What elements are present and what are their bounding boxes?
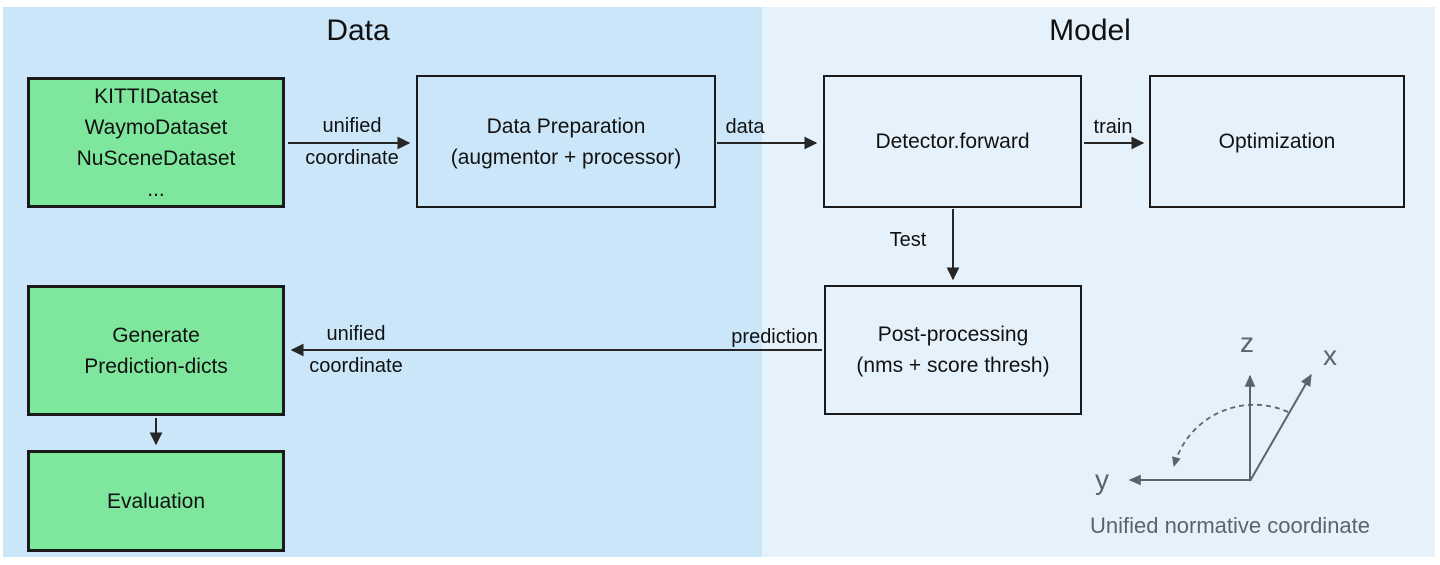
generate-prediction-dicts-box: Generate Prediction-dicts	[27, 285, 285, 416]
unified-coordinate-bottom-line-2: coordinate	[309, 355, 403, 377]
optimization-box: Optimization	[1149, 75, 1405, 208]
z-axis-label: z	[1240, 327, 1254, 358]
x-axis-label: x	[1323, 340, 1337, 371]
detector-forward-box: Detector.forward	[823, 75, 1082, 208]
generate-line-2: Prediction-dicts	[84, 354, 228, 378]
generate-line-1: Generate	[112, 323, 200, 347]
unified-coordinate-top-line-2: coordinate	[305, 147, 399, 169]
datasets-line-2: WaymoDataset	[84, 115, 228, 139]
data-preparation-box: Data Preparation (augmentor + processor)	[416, 75, 716, 208]
detector-forward-label: Detector.forward	[875, 130, 1030, 153]
train-arrow-label: train	[1093, 116, 1133, 138]
optimization-label: Optimization	[1218, 130, 1336, 153]
model-section-title: Model	[1049, 14, 1131, 47]
unified-coordinate-bottom-line-1: unified	[326, 323, 386, 345]
data-preparation-line-2: (augmentor + processor)	[450, 145, 682, 169]
unified-coordinate-label-top: unified coordinate	[292, 110, 412, 174]
test-arrow-label: Test	[889, 229, 927, 251]
data-preparation-line-1: Data Preparation	[486, 114, 646, 138]
unified-coordinate-top-line-1: unified	[322, 115, 382, 137]
coordinate-caption: Unified normative coordinate	[1089, 513, 1371, 538]
post-processing-line-2: (nms + score thresh)	[856, 354, 1050, 377]
data-section-title: Data	[326, 14, 390, 47]
post-processing-box: Post-processing (nms + score thresh)	[824, 285, 1082, 415]
datasets-line-1: KITTIDataset	[94, 84, 218, 108]
prediction-arrow-label: prediction	[731, 326, 818, 348]
datasets-line-4: ...	[147, 177, 165, 201]
model-section-panel	[762, 7, 1435, 557]
evaluation-label: Evaluation	[106, 489, 206, 513]
post-processing-line-1: Post-processing	[877, 323, 1029, 346]
datasets-line-3: NuSceneDataset	[76, 146, 236, 170]
data-arrow-label: data	[725, 116, 765, 138]
datasets-box: KITTIDataset WaymoDataset NuSceneDataset…	[27, 77, 285, 208]
y-axis-label: y	[1095, 464, 1109, 495]
evaluation-box: Evaluation	[27, 450, 285, 552]
unified-coordinate-label-bottom: unified coordinate	[295, 318, 417, 382]
